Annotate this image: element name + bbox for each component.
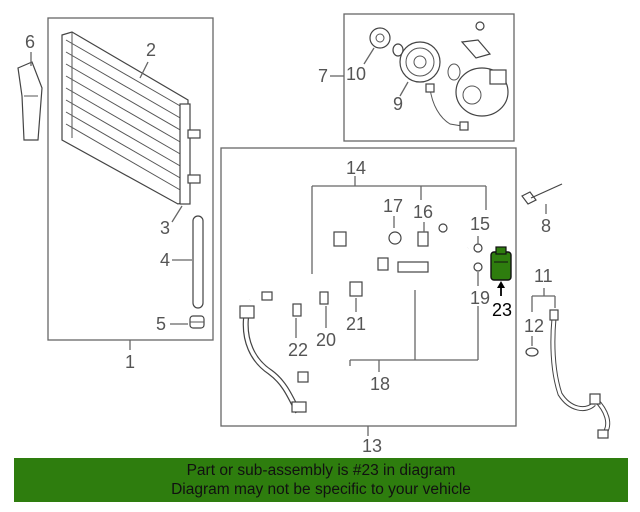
compressor-drawing	[369, 21, 509, 131]
callout-21: 21	[346, 314, 366, 334]
callout-2: 2	[146, 40, 156, 60]
callout-1: 1	[125, 352, 135, 372]
pressure-line-drawing	[525, 309, 611, 439]
drier-cap	[189, 315, 205, 329]
callout-5: 5	[156, 314, 166, 334]
callout-12: 12	[524, 316, 544, 336]
callout-17: 17	[383, 196, 403, 216]
callout-13: 13	[362, 436, 382, 456]
callout-3: 3	[160, 218, 170, 238]
callout-23: 23	[492, 300, 512, 320]
lines-group-box	[220, 147, 517, 427]
callout-18: 18	[370, 374, 390, 394]
callout-20: 20	[316, 330, 336, 350]
callout-11: 11	[534, 266, 553, 286]
ac-hose-assembly	[239, 223, 483, 414]
condenser-drawing	[61, 31, 201, 205]
callout-8: 8	[541, 216, 551, 236]
callout-22: 22	[288, 340, 308, 360]
banner-line-2: Diagram may not be specific to your vehi…	[171, 481, 471, 498]
pressure-switch-part-23	[490, 246, 512, 281]
callout-15: 15	[470, 214, 490, 234]
callout-9: 9	[393, 94, 403, 114]
callout-16: 16	[413, 202, 433, 222]
callout-10: 10	[346, 64, 366, 84]
callout-4: 4	[160, 250, 170, 270]
callout-19: 19	[470, 288, 490, 308]
callout-6: 6	[25, 32, 35, 52]
callout-7: 7	[318, 66, 328, 86]
receiver-drier-tube	[192, 215, 204, 309]
compressor-group-box	[343, 13, 515, 142]
bolt-drawing	[521, 183, 563, 205]
banner-line-1: Part or sub-assembly is #23 in diagram	[186, 462, 456, 479]
condenser-bracket	[17, 61, 43, 141]
callout-14: 14	[346, 158, 366, 178]
notice-banner: Part or sub-assembly is #23 in diagram D…	[14, 458, 628, 502]
